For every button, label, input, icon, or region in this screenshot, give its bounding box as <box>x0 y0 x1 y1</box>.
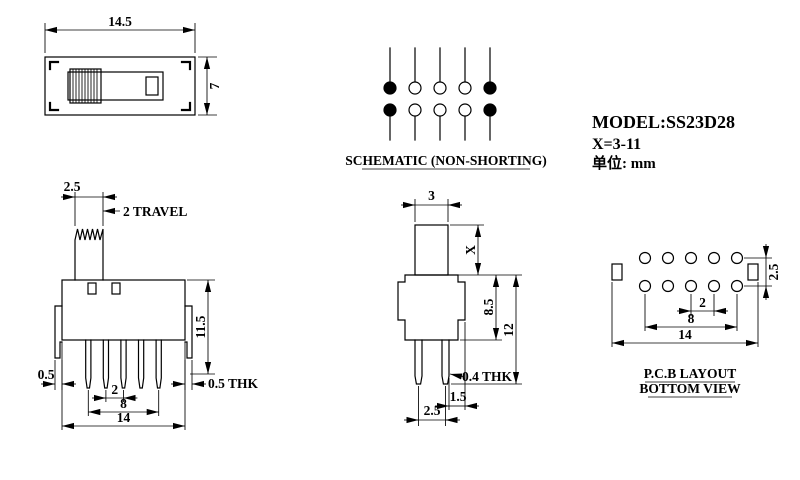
x-range: X=3-11 <box>592 136 641 153</box>
pcb-label-line2: BOTTOM VIEW <box>639 381 741 396</box>
top-view-extension-lines <box>44 23 217 116</box>
pcb-hole <box>661 251 675 265</box>
contact-open <box>433 103 447 117</box>
dim-body-height: 8.5 <box>481 298 496 315</box>
side-body <box>397 274 466 341</box>
contact-open <box>458 103 472 117</box>
right-mount-bracket <box>184 305 193 359</box>
dim-thk: 0.5 THK <box>208 376 259 391</box>
pin-thk-leader <box>449 373 465 380</box>
contact-filled <box>383 103 397 117</box>
contact-open <box>458 81 472 95</box>
dim-pin-pitch: 2 <box>111 382 118 397</box>
dim-row-pitch: 2.5 <box>766 263 781 280</box>
side-pin <box>414 339 423 385</box>
dim-top-height: 7 <box>207 82 222 89</box>
left-mount-bracket <box>54 305 63 359</box>
slider-knob <box>69 68 102 104</box>
top-view-body-outline <box>44 56 196 116</box>
info-block: MODEL:SS23D28 X=3-11 单位: mm <box>592 112 735 172</box>
contact-open <box>408 81 422 95</box>
dim-pin-thk: 0.4 THK <box>462 369 513 384</box>
dim-side-pin-pitch: 2.5 <box>424 403 441 418</box>
contact-filled <box>483 103 497 117</box>
dim-hole-span: 8 <box>688 311 695 326</box>
pcb-hole <box>707 279 721 293</box>
pcb-mount-slot <box>747 263 759 281</box>
pcb-layout-view: 2.5 2 8 14 P.C.B LAYOUT BOTTOM VIEW <box>611 244 781 398</box>
dim-bracket-thk: 0.5 <box>38 367 55 382</box>
top-view: 14.5 7 <box>44 14 222 116</box>
terminal-pin <box>137 339 145 389</box>
model-number: MODEL:SS23D28 <box>592 112 735 132</box>
side-knob <box>414 224 449 276</box>
dim-stem-height: X <box>463 245 478 255</box>
board-width-extension-lines <box>611 282 759 347</box>
terminal-pin <box>155 339 162 389</box>
dim-board-width: 14 <box>678 327 692 342</box>
thk-extension-lines <box>184 360 193 390</box>
body-hole <box>87 282 97 295</box>
slot-detail <box>145 76 159 96</box>
pcb-hole <box>638 279 652 293</box>
pcb-hole <box>730 251 744 265</box>
pcb-hole <box>684 279 698 293</box>
slider-slot <box>67 71 164 101</box>
width-extension-lines <box>61 342 186 430</box>
corner-marks <box>48 60 192 112</box>
terminal-leads <box>389 47 491 141</box>
dim-height: 11.5 <box>193 315 208 338</box>
dim-hole-pitch: 2 <box>699 295 706 310</box>
contact-filled <box>383 81 397 95</box>
dim-knob-width: 2.5 <box>64 179 81 194</box>
pcb-hole <box>730 279 744 293</box>
pcb-hole <box>684 251 698 265</box>
side-pin <box>441 339 450 385</box>
knob-knurling <box>72 69 98 103</box>
pcb-label-line1: P.C.B LAYOUT <box>644 366 736 381</box>
dim-body-width: 14 <box>117 410 131 425</box>
contact-open <box>433 81 447 95</box>
contact-filled <box>483 81 497 95</box>
terminal-pin <box>120 339 127 389</box>
schematic-view: SCHEMATIC (NON-SHORTING) <box>345 47 547 170</box>
terminal-pin <box>102 339 110 389</box>
dim-pin-span: 8 <box>120 396 127 411</box>
actuator-knob <box>74 228 104 281</box>
contact-open <box>408 103 422 117</box>
dim-side-knob-width: 3 <box>428 188 435 203</box>
dim-total-height: 12 <box>501 323 516 337</box>
unit-note: 单位: mm <box>592 154 656 172</box>
body-hole <box>111 282 121 295</box>
pin-edge-extension-lines <box>448 322 466 410</box>
dim-pin-edge: 1.5 <box>450 389 467 404</box>
pcb-hole <box>661 279 675 293</box>
terminal-pin <box>85 339 92 389</box>
side-view: 3 X 8.5 12 0.4 THK 1.5 2.5 <box>397 188 522 426</box>
dim-travel: 2 TRAVEL <box>123 204 187 219</box>
bracket-extension-lines <box>54 360 63 390</box>
pcb-hole <box>707 251 721 265</box>
dim-top-width: 14.5 <box>108 14 132 29</box>
switch-body <box>61 279 186 341</box>
vertical-extension-lines <box>450 224 522 385</box>
pcb-hole <box>638 251 652 265</box>
pcb-mount-slot <box>611 263 623 281</box>
front-view: 2.5 2 TRAVEL 11.5 0.5 0.5 THK 2 8 14 <box>38 179 259 430</box>
schematic-label: SCHEMATIC (NON-SHORTING) <box>345 153 546 168</box>
